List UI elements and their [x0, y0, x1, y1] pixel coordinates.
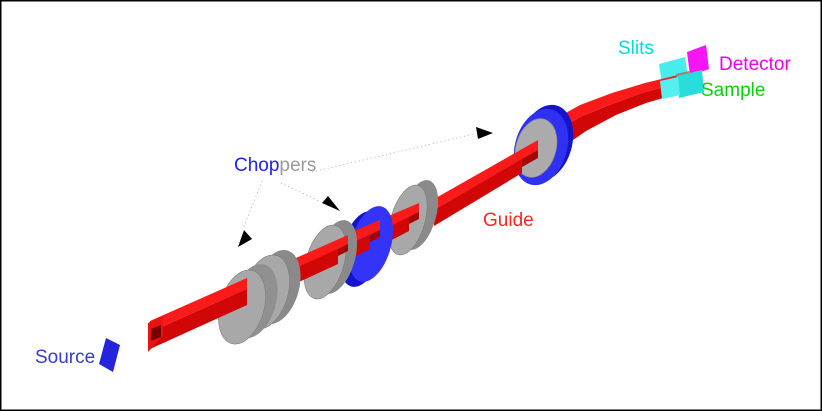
- source-shape: [99, 338, 120, 372]
- arrowhead-icon: [476, 127, 493, 139]
- slit-plate-front-right: [677, 70, 704, 98]
- guide-step: [338, 244, 348, 256]
- guide-step: [370, 230, 380, 242]
- guide-step: [522, 150, 538, 167]
- detector-label: Detector: [719, 54, 791, 75]
- guide-side-face: [548, 83, 681, 152]
- guide-segment-5: [546, 75, 681, 152]
- guide-side-face: [434, 159, 522, 226]
- guide-segment-4: [434, 140, 538, 226]
- slits-label: Slits: [618, 38, 654, 59]
- guide-segment-2b: [354, 220, 380, 257]
- guide-label: Guide: [483, 210, 534, 231]
- guide-side-face: [354, 235, 370, 257]
- choppers-label-suffix: pers: [279, 155, 316, 176]
- detector-box: [687, 45, 709, 76]
- chopper-pointers: [242, 133, 475, 230]
- guide-top-face: [384, 203, 419, 229]
- guide-top-face: [434, 140, 538, 210]
- arrowhead-icon: [238, 230, 252, 247]
- sample-label: Sample: [701, 80, 765, 101]
- choppers-label-prefix: Chop: [234, 155, 279, 176]
- pointer-line-1: [242, 180, 263, 230]
- guide-segment-1: [148, 278, 247, 352]
- chopper-arrowheads: [238, 127, 493, 247]
- slit-plate-front-left: [660, 77, 680, 99]
- diagram-labels: Source Choppers Guide Slits Detector Sam…: [35, 38, 791, 368]
- source-label: Source: [35, 347, 95, 368]
- guide-side-face: [150, 289, 247, 349]
- pointer-line-2: [280, 182, 322, 203]
- choppers-label: Choppers: [234, 155, 316, 176]
- arrowhead-icon: [322, 196, 340, 211]
- chopper-1: [218, 249, 301, 345]
- guide-top-face: [150, 278, 247, 332]
- chopper-disc-face: [348, 206, 394, 282]
- guide-step: [409, 212, 419, 224]
- guide-end-hole: [151, 325, 161, 341]
- guide-top-face: [354, 220, 380, 242]
- guide-top-face: [546, 75, 679, 136]
